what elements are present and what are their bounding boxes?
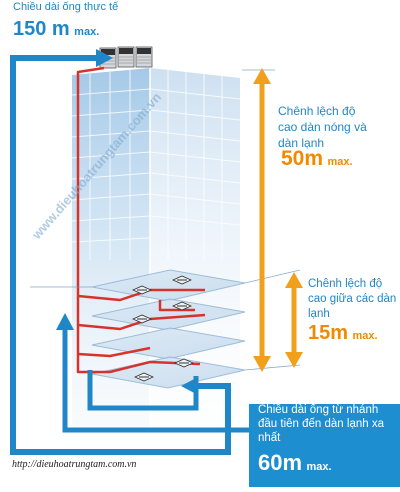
branch-length-panel xyxy=(249,404,400,487)
reference-lines xyxy=(30,69,301,371)
ceiling-cassette-icon xyxy=(132,285,152,295)
ceiling-cassette-icon xyxy=(134,372,154,382)
height-diff-outdoor-indoor-unit: max. xyxy=(327,156,353,168)
ceiling-cassette-icon xyxy=(174,358,194,368)
arrow-up-icon xyxy=(253,68,271,84)
height-arrow-50m xyxy=(253,68,271,372)
branch-length-unit: max. xyxy=(306,461,332,473)
building-window-grid xyxy=(71,70,241,260)
height-diff-indoor-number: 15m xyxy=(308,322,349,344)
arrow-head-icon xyxy=(56,313,74,330)
site-url: http://dieuhoatrungtam.com.vn xyxy=(12,459,137,470)
height-diff-outdoor-indoor-text: Chênh lệch độ cao dàn nóng và dàn lạnh xyxy=(278,104,367,150)
branch-length-arrow xyxy=(62,330,260,433)
branch-length-value: 60m max. xyxy=(258,450,332,476)
pipe-length-arrow xyxy=(10,55,231,455)
height-diff-outdoor-indoor-number: 50m xyxy=(281,147,324,170)
branch-length-number: 60m xyxy=(258,450,303,475)
arrow-up-icon xyxy=(285,272,303,288)
outdoor-condenser-icon xyxy=(135,46,153,68)
indoor-units xyxy=(132,275,194,382)
height-diff-indoor-text: Chênh lệch độ cao giữa các dàn lạnh xyxy=(308,278,397,320)
height-arrow-15m xyxy=(285,272,303,368)
outdoor-condenser-icon xyxy=(117,46,135,68)
arrow-down-icon xyxy=(285,352,303,368)
pipe-length-number: 150 m xyxy=(13,18,70,40)
arrow-head-icon xyxy=(96,49,113,67)
pipe-length-title: Chiều dài ống thực tế xyxy=(13,1,119,13)
floors xyxy=(91,269,246,389)
ceiling-cassette-icon xyxy=(132,314,152,324)
pipe-length-value: 150 m max. xyxy=(13,18,99,41)
height-diff-indoor-value: 15m max. xyxy=(308,322,378,345)
ceiling-cassette-icon xyxy=(172,301,192,311)
ceiling-cassette-icon xyxy=(172,275,192,285)
pipe-length-unit: max. xyxy=(74,26,100,38)
branch-length-text: Chiều dài ống từ nhánh đầu tiên đến dàn … xyxy=(258,404,384,444)
floor-slab xyxy=(91,298,246,331)
height-diff-indoor-unit: max. xyxy=(352,330,378,342)
arrow-down-icon xyxy=(253,356,271,372)
height-diff-outdoor-indoor-value: 50m max. xyxy=(281,147,353,171)
